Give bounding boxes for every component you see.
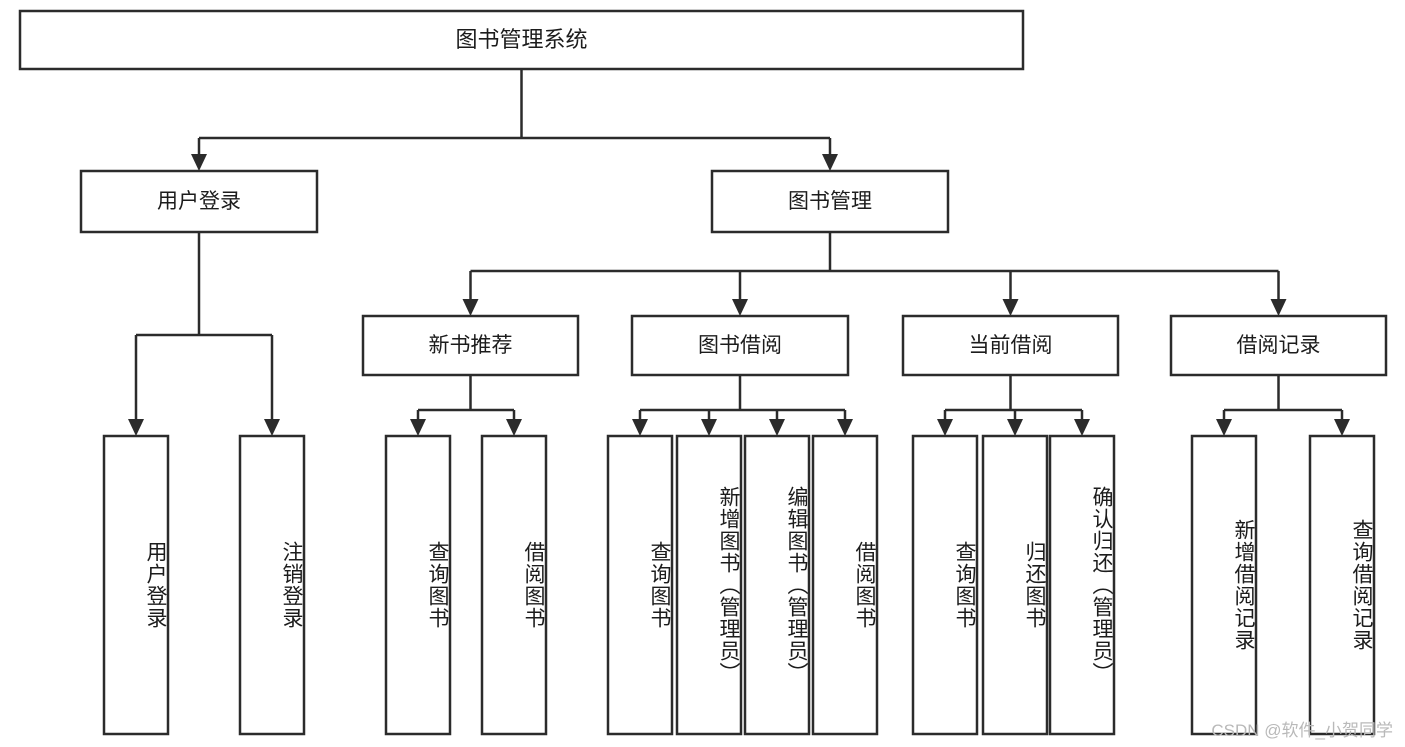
group-4-arrowhead-0 (1216, 419, 1232, 436)
root-to-level2-arrowhead-1 (822, 154, 838, 171)
group-0-arrowhead-1 (264, 419, 280, 436)
mgmt-to-level3-arrowhead-2 (1002, 299, 1019, 316)
group-3-arrowhead-2 (1074, 419, 1090, 436)
mgmt-to-level3-arrowhead-0 (462, 299, 479, 316)
node-level3-3[interactable] (1169, 314, 1388, 377)
node-level2-label-0: 用户登录 (157, 190, 241, 213)
node-level3-label-1: 图书借阅 (698, 334, 782, 357)
node-level3-label-3: 借阅记录 (1237, 334, 1321, 357)
group-2-arrowhead-1 (701, 419, 717, 436)
node-leaf-3[interactable] (480, 434, 548, 736)
watermark-text: CSDN @软件_小贺同学 (1211, 721, 1393, 740)
node-leaf-4[interactable] (606, 434, 674, 736)
node-leaf-1[interactable] (238, 434, 306, 736)
node-level3-label-2: 当前借阅 (969, 334, 1053, 357)
node-leaf-10[interactable] (1048, 434, 1116, 736)
group-0-arrowhead-0 (128, 419, 144, 436)
node-root[interactable] (18, 9, 1025, 71)
group-3-arrowhead-1 (1007, 419, 1023, 436)
group-2-arrowhead-2 (769, 419, 785, 436)
node-level3-1[interactable] (630, 314, 850, 377)
mgmt-to-level3-arrowhead-3 (1270, 299, 1287, 316)
node-level2-label-1: 图书管理 (788, 190, 872, 213)
node-level3-0[interactable] (361, 314, 580, 377)
group-2-arrowhead-3 (837, 419, 853, 436)
node-leaf-2[interactable] (384, 434, 452, 736)
group-2-arrowhead-0 (632, 419, 648, 436)
boxes-layer (18, 9, 1388, 736)
node-leaf-6[interactable] (743, 434, 811, 736)
node-leaf-0[interactable] (102, 434, 170, 736)
root-to-level2-arrowhead-0 (191, 154, 207, 171)
node-leaf-7[interactable] (811, 434, 879, 736)
node-leaf-12[interactable] (1308, 434, 1376, 736)
node-level3-label-0: 新书推荐 (429, 334, 513, 357)
mgmt-to-level3-arrowhead-1 (732, 299, 748, 316)
node-level2-0[interactable] (79, 169, 319, 234)
group-4-arrowhead-1 (1334, 419, 1350, 436)
node-level2-1[interactable] (710, 169, 950, 234)
node-leaf-11[interactable] (1190, 434, 1258, 736)
node-level3-2[interactable] (901, 314, 1120, 377)
node-leaf-8[interactable] (911, 434, 979, 736)
connectors-layer (128, 69, 1350, 436)
group-1-arrowhead-0 (410, 419, 426, 436)
group-3-arrowhead-0 (937, 419, 953, 436)
node-leaf-9[interactable] (981, 434, 1049, 736)
node-root-label: 图书管理系统 (455, 27, 587, 52)
group-1-arrowhead-1 (506, 419, 522, 436)
node-leaf-5[interactable] (675, 434, 743, 736)
